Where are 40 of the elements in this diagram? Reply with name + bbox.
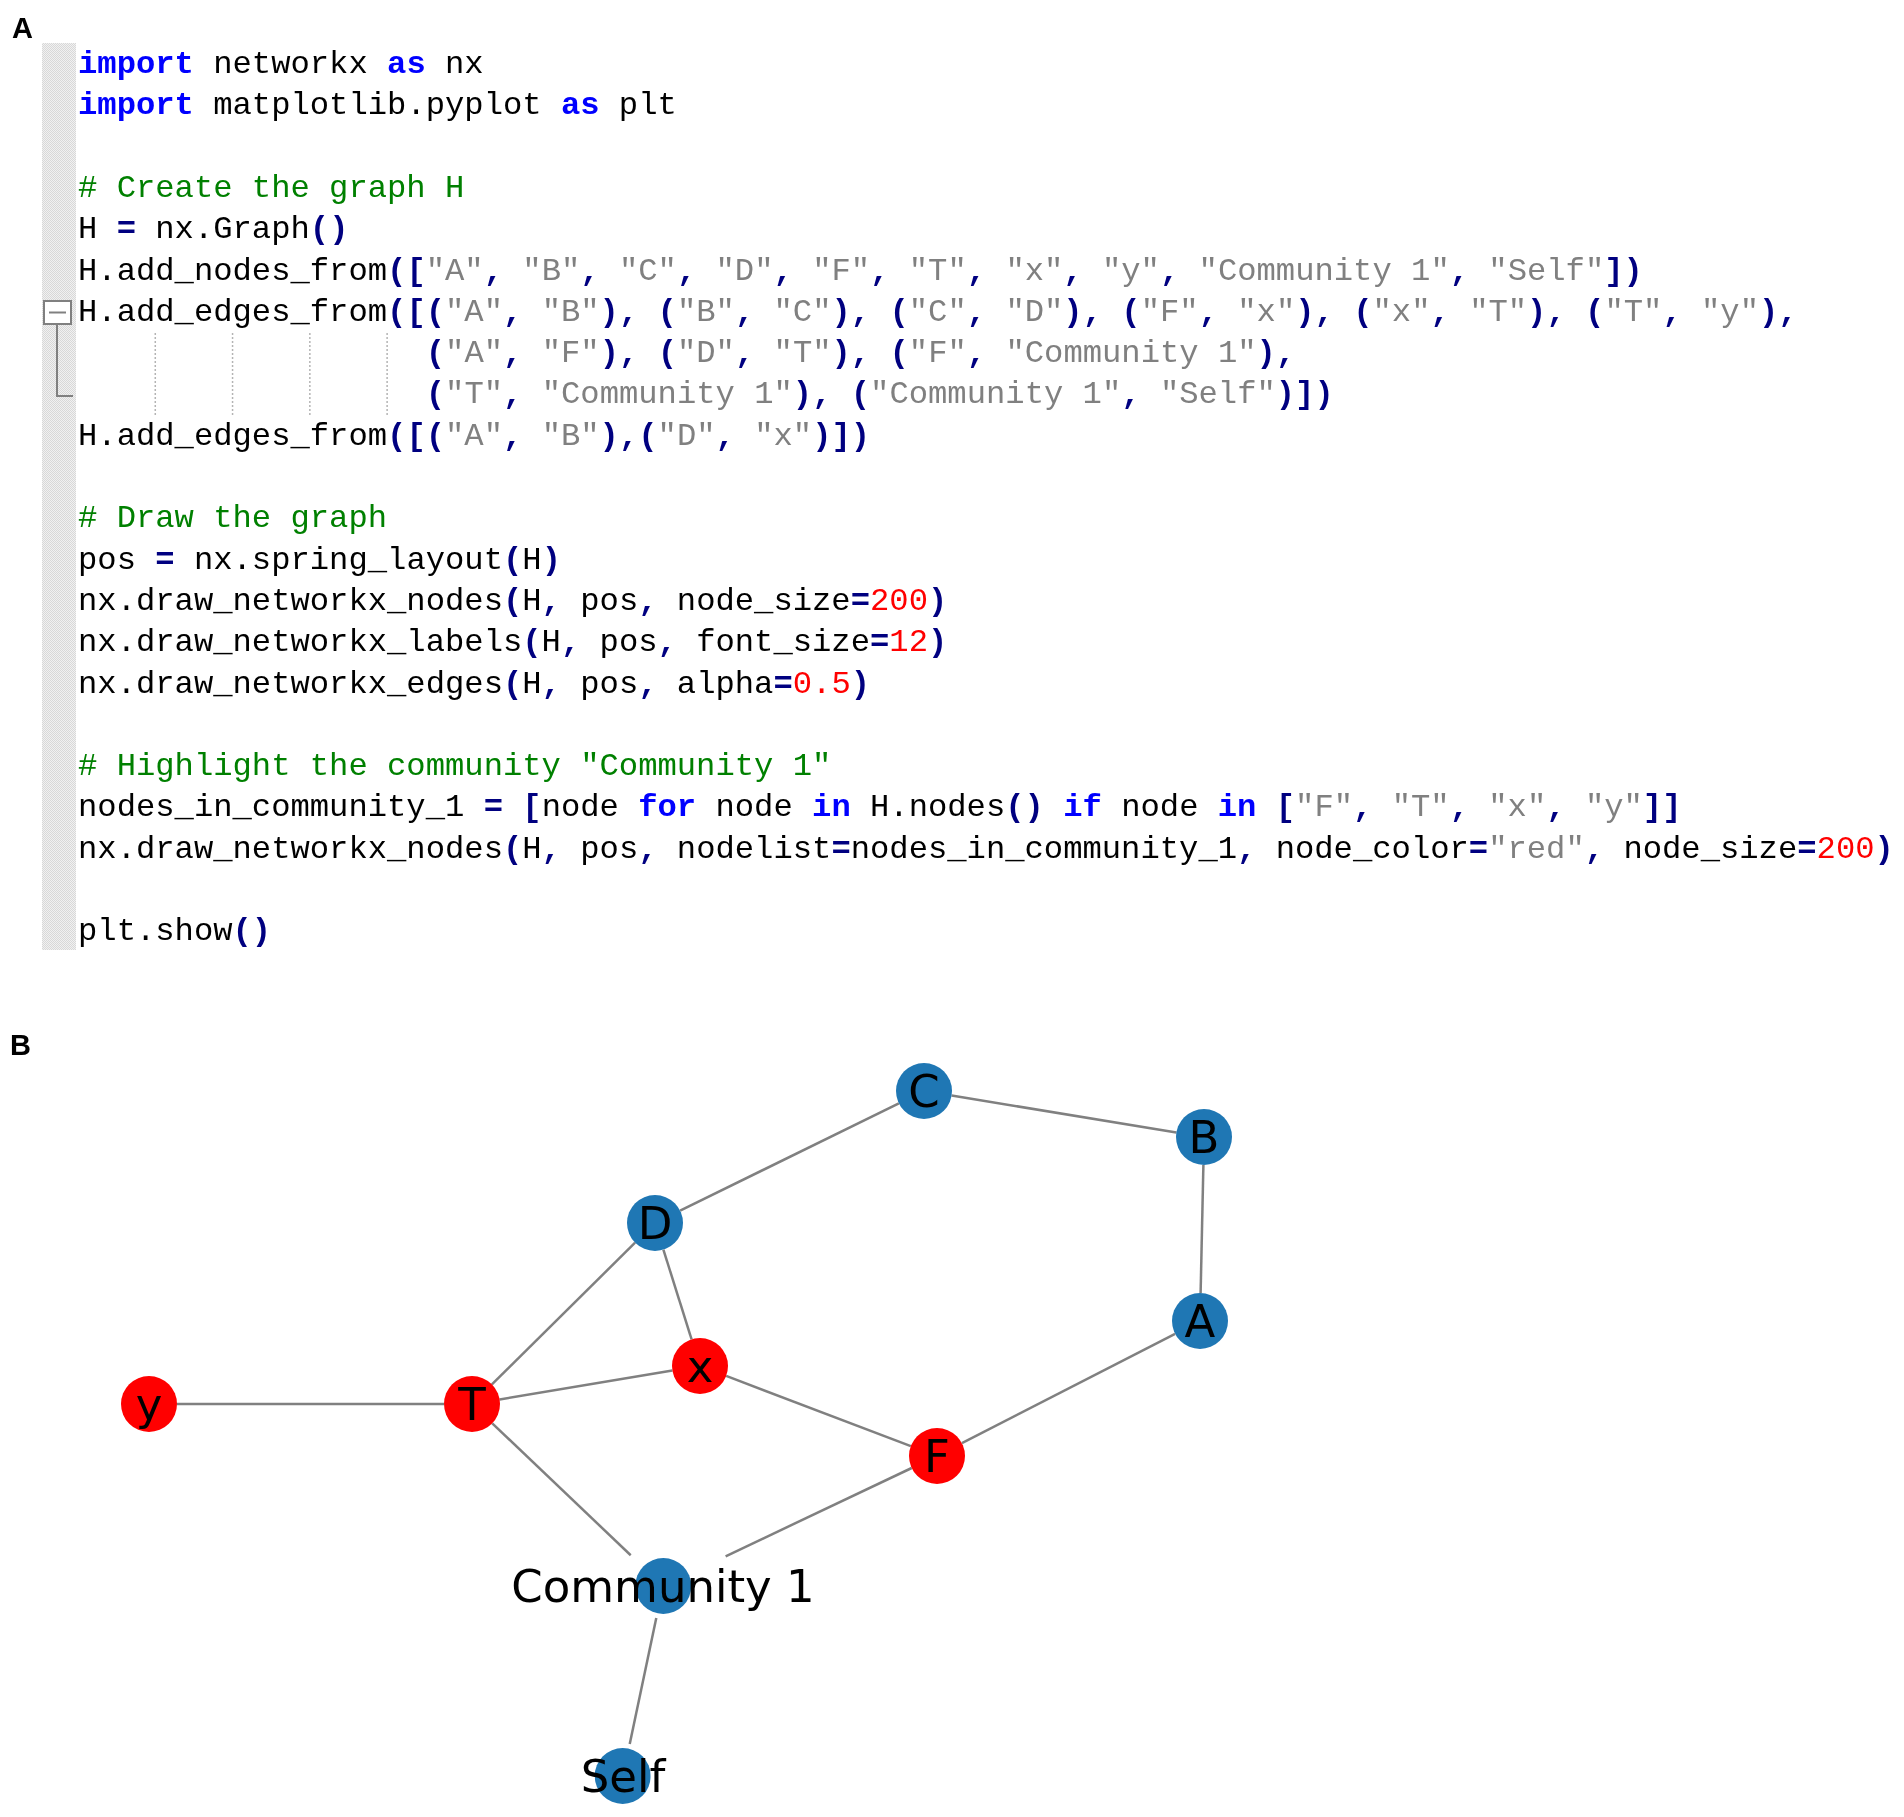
network-edge bbox=[499, 1369, 673, 1401]
network-node: y bbox=[121, 1376, 177, 1432]
network-edge bbox=[1199, 1164, 1205, 1294]
network-edge bbox=[679, 1102, 900, 1212]
code-line: nx.draw_networkx_labels(H, pos, font_size=12) bbox=[78, 623, 948, 664]
network-node: C bbox=[896, 1063, 952, 1119]
network-node: x bbox=[672, 1338, 728, 1394]
code-comment: # Draw the graph bbox=[78, 499, 388, 540]
code-line: plt.show() bbox=[78, 912, 272, 953]
code-line: H.add_edges_from([("A", "B"),("D", "x")]) bbox=[78, 416, 871, 457]
network-edge bbox=[491, 1422, 632, 1557]
code-line: H = nx.Graph() bbox=[78, 210, 349, 251]
code-comment: # Highlight the community "Community 1" bbox=[78, 747, 832, 788]
code-line: nx.draw_networkx_edges(H, pos, alpha=0.5) bbox=[78, 664, 871, 705]
code-line: import matplotlib.pyplot as plt bbox=[78, 86, 677, 127]
network-node: B bbox=[1176, 1109, 1232, 1165]
network-node: A bbox=[1172, 1293, 1228, 1349]
network-node: F bbox=[909, 1428, 965, 1484]
network-node: T bbox=[444, 1376, 500, 1432]
network-edge bbox=[961, 1332, 1176, 1445]
code-line: nodes_in_community_1 = [node for node in H.nodes() if node in ["F", "T", "x", "y"]] bbox=[78, 788, 1682, 829]
code-line: H.add_edges_from([("A", "B"), ("B", "C"), ("C", "D"), ("F", "x"), ("x", "T"), ("T", "y"), bbox=[78, 292, 1798, 333]
panel-label: B bbox=[10, 1031, 31, 1060]
panel-label: A bbox=[12, 14, 33, 43]
network-edge bbox=[662, 1249, 693, 1340]
code-line: nx.draw_networkx_nodes(H, pos, node_size=200) bbox=[78, 581, 948, 622]
code-line: pos = nx.spring_layout(H) bbox=[78, 540, 561, 581]
code-comment: # Create the graph H bbox=[78, 168, 465, 209]
code-line: import networkx as nx bbox=[78, 45, 484, 85]
network-edge bbox=[725, 1374, 912, 1448]
code-line: H.add_nodes_from(["A", "B", "C", "D", "F", "T", "x", "y", "Community 1", "Self"]) bbox=[78, 251, 1643, 292]
code-line: ("A", "F"), ("D", "T"), ("F", "Community 1"), bbox=[425, 334, 1296, 375]
code-line: nx.draw_networkx_nodes(H, pos, nodelist=nodes_in_community_1, node_color="red", node_size=200) bbox=[78, 829, 1894, 870]
network-edge bbox=[491, 1241, 636, 1386]
network-edge bbox=[725, 1466, 913, 1558]
network-node: D bbox=[627, 1195, 683, 1251]
network-edge bbox=[628, 1617, 658, 1745]
network-edge bbox=[177, 1402, 444, 1406]
network-edge bbox=[951, 1094, 1177, 1134]
code-line: ("T", "Community 1"), ("Community 1", "Self")]) bbox=[425, 375, 1334, 416]
